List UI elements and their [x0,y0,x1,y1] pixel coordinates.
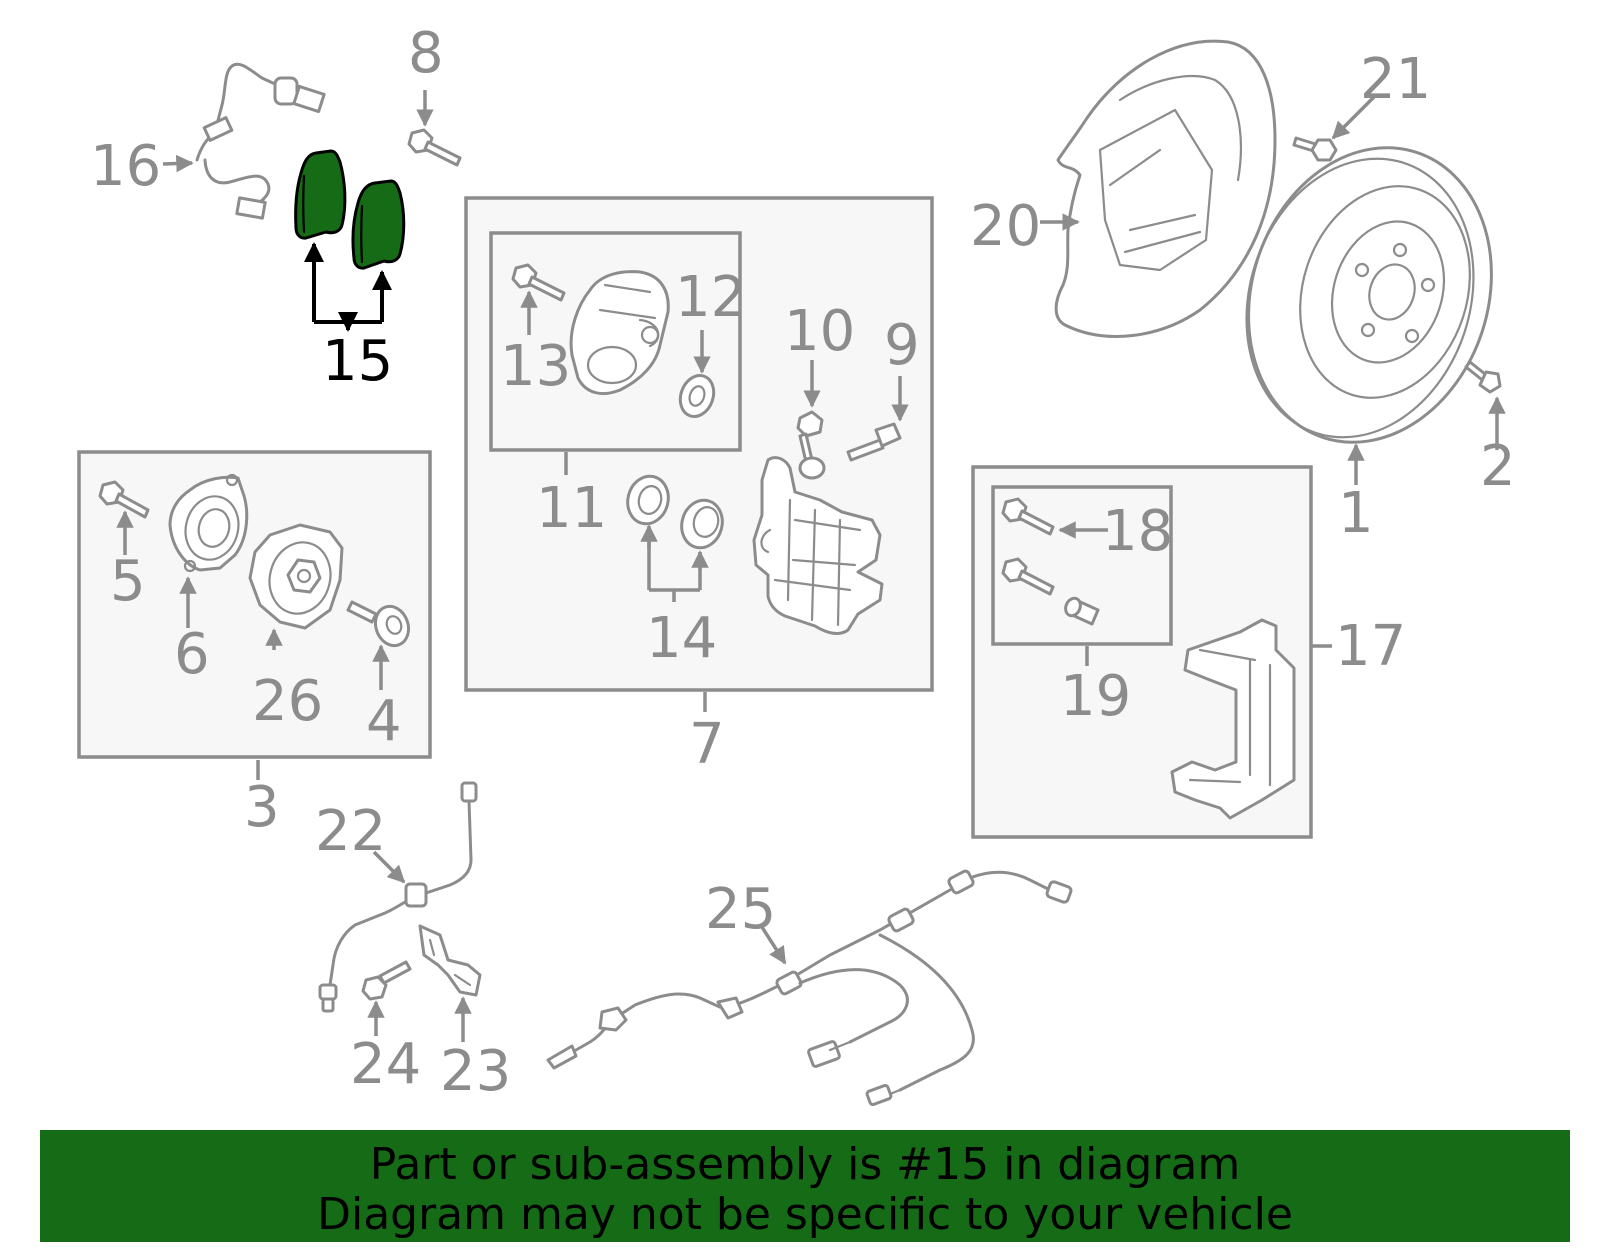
bolt-21[interactable] [1292,136,1338,162]
guide-pin-10[interactable] [796,410,826,480]
caliper-body-7[interactable] [752,456,884,635]
callout-26: 26 [252,669,323,734]
bolt-8[interactable] [407,128,462,167]
speed-sensor-wire-22[interactable] [318,781,478,1013]
axle-nut-4[interactable] [346,600,414,651]
bolt-5[interactable] [98,480,150,519]
callout-22: 22 [315,799,386,864]
callout-4: 4 [366,689,402,754]
callout-7: 7 [689,712,725,777]
callout-20: 20 [970,194,1041,259]
pad-wear-sensor-16[interactable] [195,62,326,220]
bleeder-screw-9[interactable] [846,422,902,462]
callout-12: 12 [675,265,746,330]
bushing-19[interactable] [1063,596,1100,626]
callout-23: 23 [440,1039,511,1104]
callout-17: 17 [1335,614,1406,679]
callout-10: 10 [784,299,855,364]
carrier-bolt-18[interactable] [1001,497,1055,596]
wheel-bearing-6[interactable] [168,473,249,573]
callout-8: 8 [408,21,444,86]
piston-seal-kit-14[interactable] [622,472,727,553]
callout-2: 2 [1480,434,1516,499]
callout-1: 1 [1338,481,1374,546]
callout-6: 6 [174,622,210,687]
callout-21: 21 [1360,47,1431,112]
callout-15: 15 [322,329,393,394]
callout-13: 13 [500,334,571,399]
bolt-13[interactable] [511,263,566,302]
banner-line-1: Part or sub-assembly is #15 in diagram [369,1139,1241,1190]
bolt-2[interactable] [1464,360,1502,394]
wiring-harness-25[interactable] [546,869,1073,1106]
callout-19: 19 [1060,664,1131,729]
dust-shield-20[interactable] [1054,39,1277,338]
bracket-23[interactable] [418,924,482,997]
caliper-housing-11[interactable] [569,270,670,395]
bolt-24[interactable] [361,960,412,1001]
caliper-carrier-17[interactable] [1170,618,1296,820]
callout-5: 5 [110,549,146,614]
callout-16: 16 [90,134,161,199]
callout-11: 11 [536,476,607,541]
brake-pad-set-15[interactable] [294,149,406,270]
callout-3: 3 [244,775,280,840]
callout-18: 18 [1102,499,1173,564]
callout-25: 25 [705,877,776,942]
brake-rotor-1[interactable] [1211,116,1528,474]
callout-24: 24 [350,1032,421,1097]
seal-12[interactable] [675,371,719,421]
callout-14: 14 [646,606,717,671]
banner-line-2: Diagram may not be specific to your vehi… [317,1189,1293,1240]
info-banner: Part or sub-assembly is #15 in diagram D… [40,1130,1570,1242]
wheel-hub-26[interactable] [248,523,344,630]
callout-9: 9 [884,313,920,378]
